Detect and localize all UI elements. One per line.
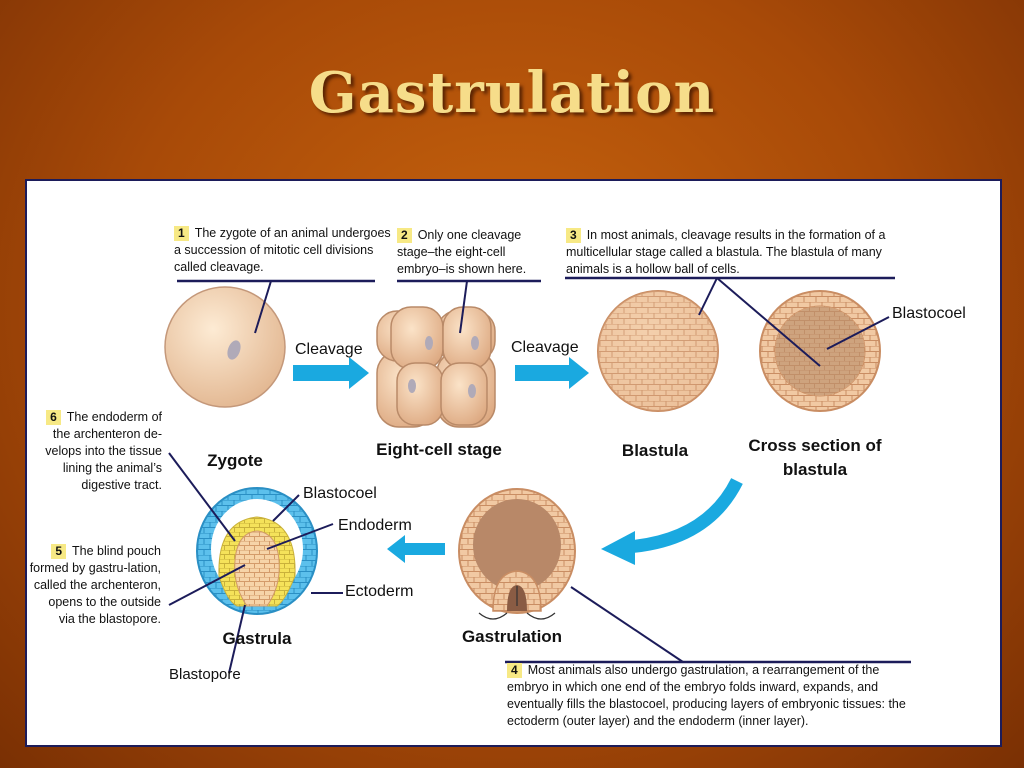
step-1-description: The zygote of an animal undergoes a succ… [174,226,391,274]
step-2-description: Only one cleavage stage–the eight-cell e… [397,228,527,276]
step-4-number: 4 [507,663,522,678]
step-5-description: The blind pouch formed by gastru-lation,… [29,544,161,626]
stage-zygote: Zygote [207,451,263,470]
step-2-number: 2 [397,228,412,243]
label-ectoderm: Ectoderm [345,583,414,600]
step-6-number: 6 [46,410,61,425]
step-6-description: The endoderm of the archenteron de-velop… [45,410,162,492]
zygote-illustration [164,286,286,408]
blastula-illustration [597,290,719,412]
label-blastopore: Blastopore [169,666,241,683]
slide-title: Gastrulation [308,60,716,126]
step-3-number: 3 [566,228,581,243]
label-blastocoel-gastrula: Blastocoel [303,485,377,502]
cross-section-illustration [759,290,881,412]
step-5-number: 5 [51,544,67,559]
step-1-number: 1 [174,226,189,241]
gastrulation-illustration [458,488,576,620]
label-endoderm: Endoderm [338,517,412,534]
left-arrow [387,535,445,563]
stage-cross-section: Cross section of blastula [748,436,882,479]
cleavage-arrows [293,357,589,389]
label-blastocoel-top: Blastocoel [892,305,966,322]
stage-eight-cell: Eight-cell stage [376,440,502,459]
leader-lines [168,277,890,674]
step-4-description: Most animals also undergo gastrulation, … [507,663,906,728]
cleavage-label-2: Cleavage [511,339,579,356]
curved-arrow [626,477,743,554]
gastrula-illustration [196,487,318,615]
stage-gastrula: Gastrula [222,629,292,648]
cleavage-label-1: Cleavage [295,341,363,358]
step-underlines [177,276,911,664]
diagram-svg [164,276,911,674]
stage-gastrulation: Gastrulation [461,627,563,646]
step-3-description: In most animals, cleavage results in the… [566,228,886,276]
stage-blastula: Blastula [621,441,689,460]
eight-cell-illustration [376,306,496,428]
